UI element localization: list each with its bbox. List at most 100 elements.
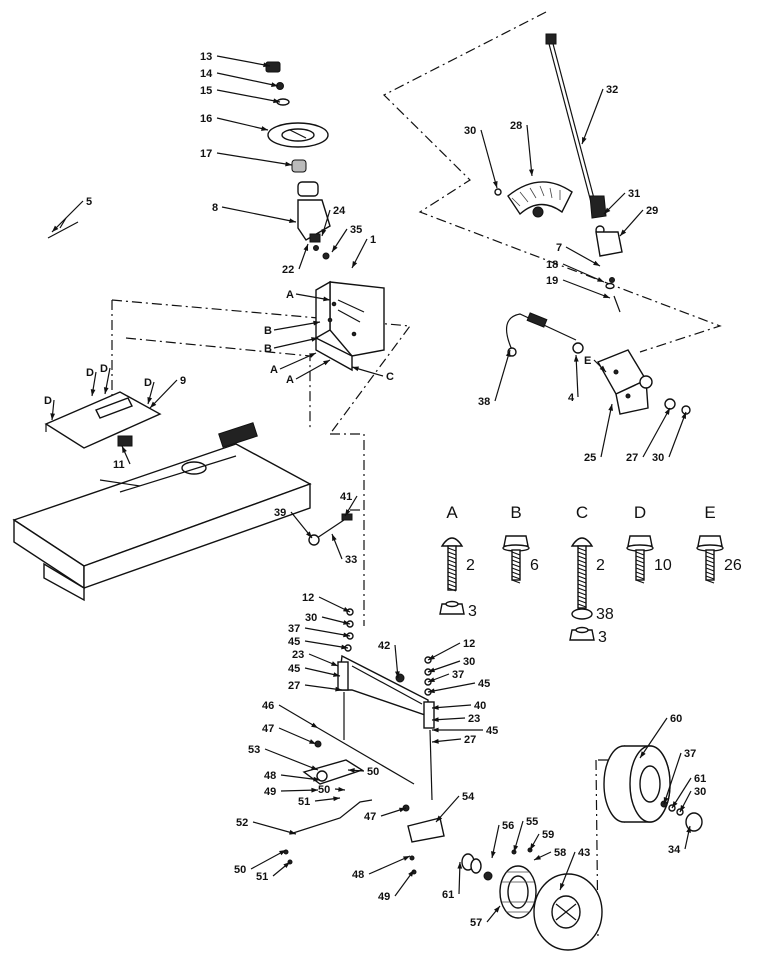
callout-c59: 59 (529, 829, 554, 851)
leader-arrow (513, 845, 519, 852)
leader-line (216, 55, 271, 67)
leader-arrow (436, 815, 443, 822)
callout-cC: C (351, 366, 394, 383)
nut-quantity: 3 (468, 603, 477, 620)
leader-line (216, 117, 269, 131)
leader-line (273, 337, 319, 349)
leader-line (559, 851, 576, 891)
callout-c31: 31 (603, 188, 640, 215)
leader-arrow (399, 807, 406, 813)
callout-c45d: 45 (432, 725, 498, 737)
callout-label: 28 (510, 120, 522, 132)
callout-c23a: 23 (292, 649, 339, 667)
leader-arrow (608, 404, 614, 411)
callout-c11: 11 (113, 445, 131, 471)
callout-label: 13 (200, 51, 212, 63)
callout-label: 51 (298, 796, 310, 808)
callout-c7: 7 (556, 242, 601, 267)
dash-panel (315, 280, 385, 372)
callout-c30c: 30 (305, 612, 351, 625)
callout-c8: 8 (212, 202, 297, 224)
bolt-head (570, 537, 594, 547)
leader-arrow (530, 843, 536, 850)
hardware-letter: B (510, 503, 521, 522)
callout-label: 50 (318, 784, 330, 796)
leader-line (216, 152, 293, 166)
leader-line (494, 349, 511, 402)
callout-label: A (270, 364, 278, 376)
callout-label: 58 (554, 847, 566, 859)
leader-arrow (147, 397, 153, 404)
callout-label: 31 (628, 188, 640, 200)
callout-label: 32 (606, 84, 618, 96)
leader-arrow (599, 365, 606, 372)
leader-arrow (343, 620, 350, 625)
callout-cD3: D (100, 363, 111, 395)
steering-adapter (291, 159, 307, 173)
leader-line (252, 821, 297, 835)
steering-cap (265, 61, 281, 73)
callout-c37b: 37 (427, 669, 464, 683)
leader-line (562, 279, 611, 299)
leader-arrow (333, 672, 340, 677)
callout-label: 11 (113, 459, 125, 471)
callout-label: 50 (367, 766, 379, 778)
callout-label: 30 (305, 612, 317, 624)
hardware-d: D10 (626, 503, 672, 584)
leader-arrow (309, 739, 316, 744)
leader-arrow (352, 366, 359, 372)
callout-label: 16 (200, 113, 212, 125)
leader-arrow (283, 862, 290, 869)
leader-arrow (343, 606, 350, 612)
callout-label: D (86, 367, 94, 379)
leader-line (575, 354, 579, 398)
steering-pinion (589, 195, 607, 219)
callout-c1: 1 (351, 234, 376, 269)
callout-c42: 42 (378, 640, 400, 679)
tie-rod (317, 727, 415, 785)
leader-arrow (332, 534, 337, 541)
callout-c57: 57 (470, 905, 501, 929)
leader-arrow (663, 797, 669, 804)
leader-arrow (534, 855, 541, 860)
callout-c37c: 37 (663, 748, 696, 805)
callout-c27c: 27 (431, 734, 476, 746)
leader-arrow (432, 705, 439, 710)
leader-arrow (603, 293, 610, 298)
callout-c60: 60 (639, 713, 682, 759)
callout-c61b: 61 (671, 773, 706, 809)
callout-label: 51 (256, 871, 268, 883)
callout-c34: 34 (668, 825, 691, 856)
callout-label: 47 (364, 811, 376, 823)
callout-c23b: 23 (431, 713, 480, 725)
leader-arrow (428, 654, 435, 660)
leader-arrow (664, 408, 670, 415)
leader-arrow (261, 126, 268, 131)
callout-c29: 29 (619, 205, 658, 237)
leader-arrow (103, 387, 109, 394)
washer-quantity: 38 (596, 606, 614, 623)
leader-line (51, 200, 84, 233)
leader-arrow (311, 765, 318, 770)
leader-arrow (333, 796, 340, 802)
callout-label: 45 (478, 678, 490, 690)
callout-c28: 28 (510, 120, 534, 177)
callout-c30b: 30 (652, 411, 687, 464)
callout-label: 57 (470, 917, 482, 929)
tie-rod-assembly (283, 727, 445, 875)
callout-cD4: D (144, 377, 155, 405)
leader-line (668, 411, 687, 458)
callout-label: C (386, 371, 394, 383)
leader-arrow (306, 531, 312, 538)
leader-arrow (271, 82, 278, 87)
leader-arrow (279, 850, 286, 856)
leader-arrow (593, 260, 600, 266)
leader-line (216, 72, 279, 87)
callout-c48a: 48 (264, 770, 321, 782)
leader-arrow (428, 667, 435, 673)
callout-cE: E (584, 355, 607, 373)
leader-arrow (582, 137, 587, 144)
leader-line (273, 321, 321, 331)
callout-c16: 16 (200, 113, 269, 131)
